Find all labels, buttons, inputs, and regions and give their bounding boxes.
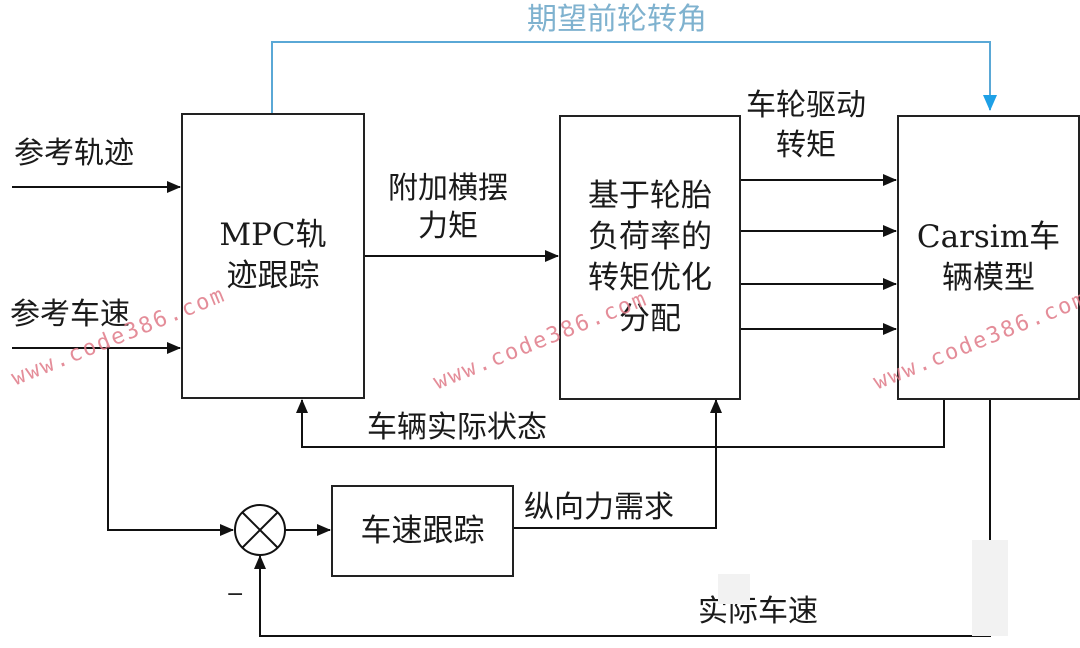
mpc-tracking-label: MPC轨 迹跟踪 (219, 217, 327, 294)
line-desired-steer (271, 41, 997, 113)
mpc-tracking-block: MPC轨 迹跟踪 (181, 113, 365, 399)
line-vehicle-state (296, 399, 945, 448)
desired-steer-label: 期望前轮转角 (527, 2, 707, 37)
speed-tracking-label: 车速跟踪 (360, 512, 485, 549)
artifact-smear-2 (718, 574, 750, 604)
ref-trajectory-label: 参考轨迹 (14, 136, 134, 171)
wheel-torque-label: 车轮驱动 转矩 (746, 88, 866, 163)
artifact-smear-1 (972, 540, 1008, 636)
line-speed-to-sum (107, 348, 234, 536)
line-long-force (514, 399, 722, 529)
torque-allocation-label: 基于轮胎 负荷率的 转矩优化 分配 (588, 177, 712, 337)
yaw-moment-label: 附加横摆 力矩 (388, 171, 508, 244)
torque-allocation-block: 基于轮胎 负荷率的 转矩优化 分配 (559, 115, 741, 400)
vehicle-state-label: 车辆实际状态 (367, 410, 547, 445)
carsim-model-block: Carsim车 辆模型 (897, 115, 1080, 400)
line-actual-speed (254, 400, 991, 637)
long-force-label: 纵向力需求 (524, 490, 674, 525)
minus-sign: − (226, 582, 245, 607)
speed-tracking-block: 车速跟踪 (331, 485, 514, 577)
carsim-model-label: Carsim车 辆模型 (916, 218, 1061, 296)
actual-speed-label: 实际车速 (698, 594, 818, 629)
ref-speed-label: 参考车速 (10, 297, 130, 332)
